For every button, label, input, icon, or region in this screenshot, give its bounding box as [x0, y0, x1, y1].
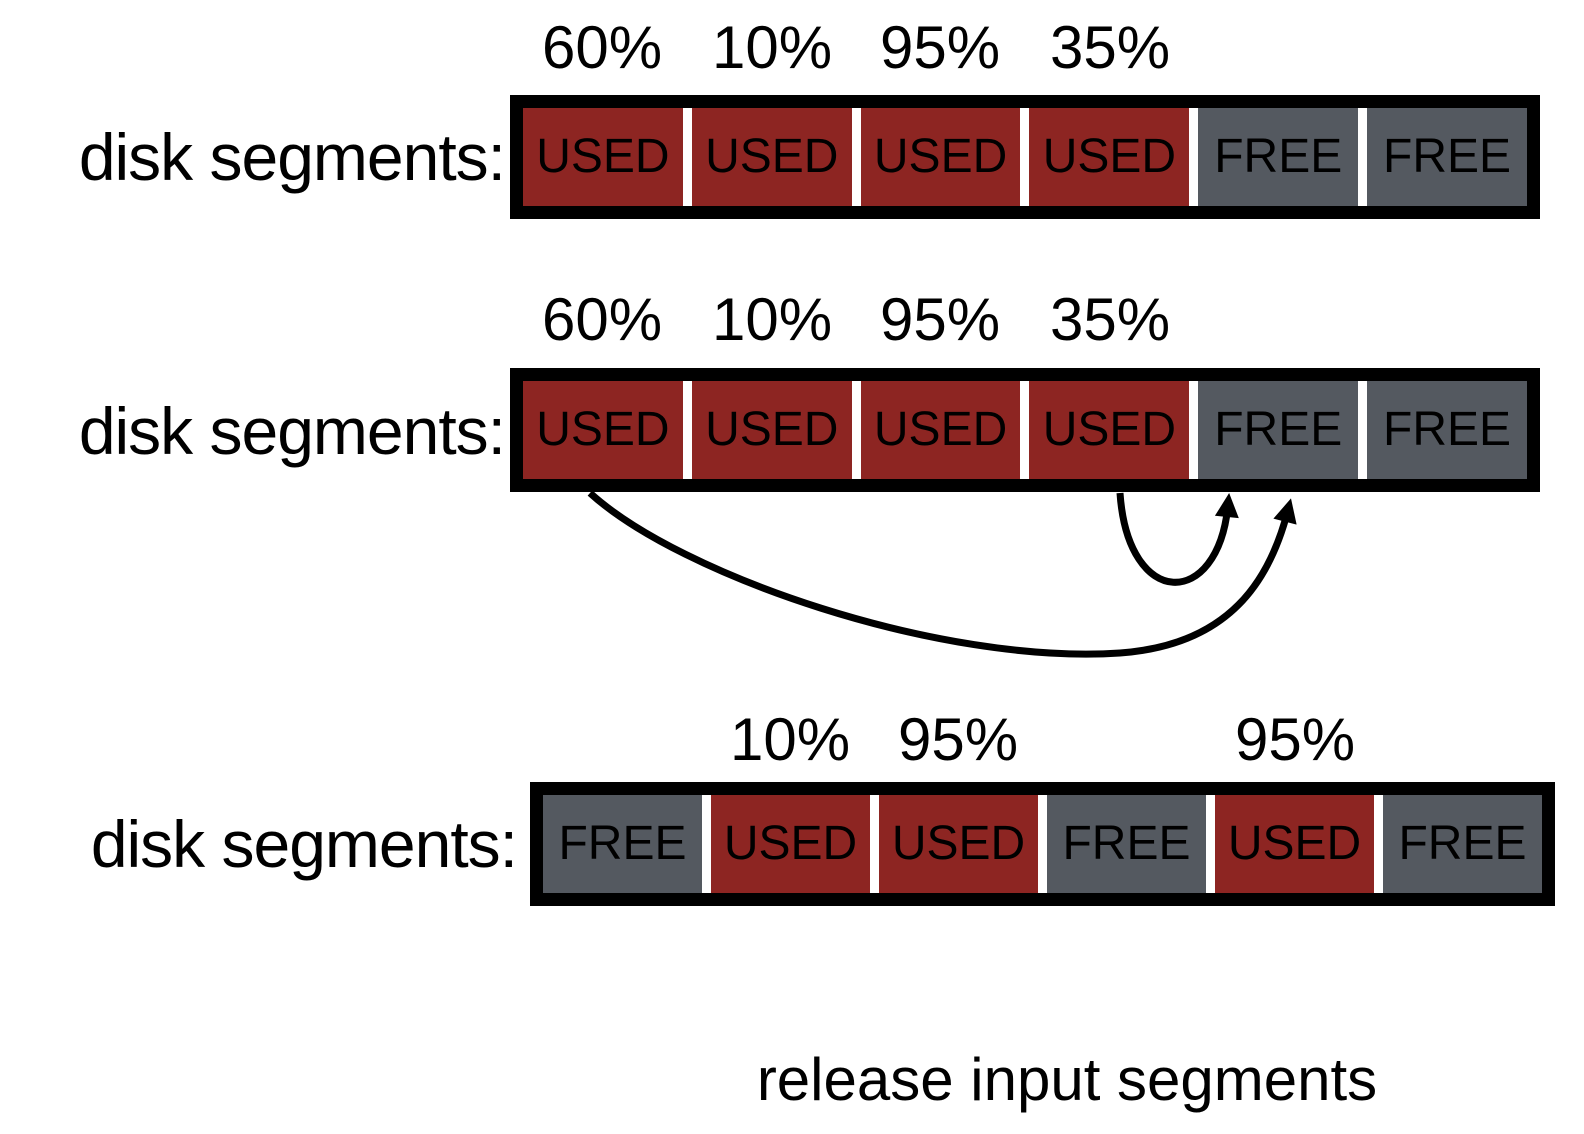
row1-percent-seg4: 35% [1049, 14, 1171, 81]
row3-seg5: USED [1215, 795, 1374, 893]
row2-percent-seg3: 95% [879, 286, 1001, 353]
row2-seg2: USED [691, 381, 852, 479]
row3-percent-seg5: 95% [1234, 706, 1356, 773]
clean-35pct-segment-into-free-arrow [1116, 492, 1239, 586]
row2-percent-seg2: 10% [711, 286, 833, 353]
clean-60pct-segment-into-free-arrow [587, 490, 1297, 658]
row2-seg3: USED [860, 381, 1021, 479]
row1-seg5: FREE [1198, 108, 1359, 206]
row2-seg1: USED [523, 381, 683, 479]
row1-seg2: USED [691, 108, 852, 206]
row3-seg6: FREE [1383, 795, 1542, 893]
row1-seg3: USED [860, 108, 1021, 206]
segment-cleaning-arrows [587, 490, 1297, 658]
row3-seg4: FREE [1047, 795, 1206, 893]
row3-seg2: USED [711, 795, 870, 893]
row2-disk-bar: USED USED USED USED FREE FREE [510, 368, 1540, 492]
row2-percent-seg4: 35% [1049, 286, 1171, 353]
release-input-segments-caption: release input segments [756, 1046, 1378, 1113]
row3-disk-segments-label: disk segments: [90, 807, 518, 881]
row3-percent-seg3: 95% [897, 706, 1019, 773]
row3-percent-seg2: 10% [729, 706, 851, 773]
row2-percent-seg1: 60% [541, 286, 663, 353]
row1-percent-seg3: 95% [879, 14, 1001, 81]
row1-disk-bar: USED USED USED USED FREE FREE [510, 95, 1540, 219]
row1-percent-seg2: 10% [711, 14, 833, 81]
row1-disk-segments-label: disk segments: [78, 120, 506, 194]
row3-seg1: FREE [543, 795, 702, 893]
row1-percent-seg1: 60% [541, 14, 663, 81]
row2-seg5: FREE [1198, 381, 1359, 479]
row3-disk-bar: FREE USED USED FREE USED FREE [530, 782, 1555, 906]
row1-seg6: FREE [1367, 108, 1527, 206]
row2-seg6: FREE [1367, 381, 1527, 479]
row2-disk-segments-label: disk segments: [78, 394, 506, 468]
row1-seg4: USED [1029, 108, 1190, 206]
row3-seg3: USED [879, 795, 1038, 893]
row1-seg1: USED [523, 108, 683, 206]
row2-seg4: USED [1029, 381, 1190, 479]
